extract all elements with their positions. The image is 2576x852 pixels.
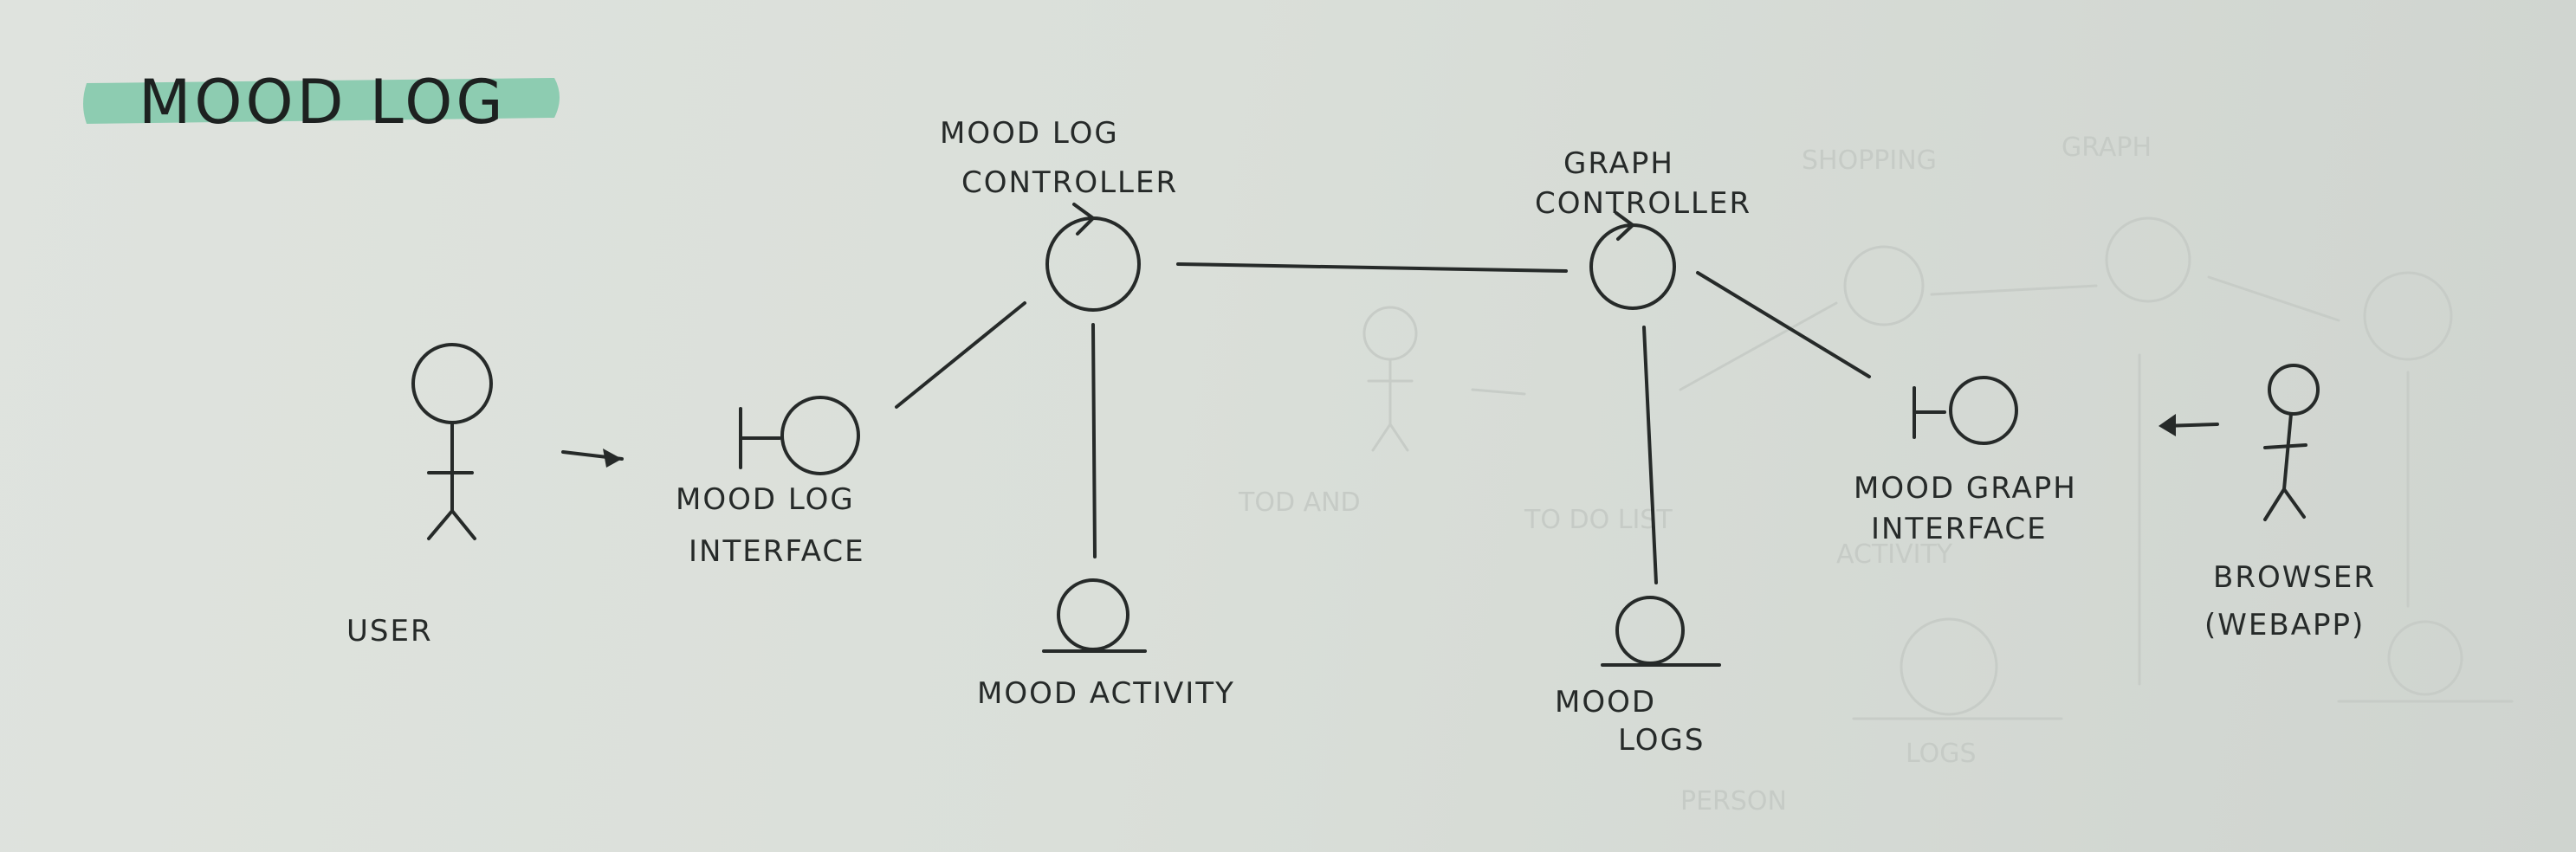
mood-logs-label-1: MOOD xyxy=(1555,685,1656,720)
svg-text:TO DO LIST: TO DO LIST xyxy=(1524,505,1673,535)
mood-log-interface-label-1: MOOD LOG xyxy=(676,482,855,517)
mood-log-controller-label-1: MOOD LOG xyxy=(940,116,1119,151)
connection-graph-controller-to-mood-graph-interface xyxy=(1696,271,1871,378)
graph-controller-label-1: GRAPH xyxy=(1563,146,1674,181)
svg-text:GRAPH: GRAPH xyxy=(2061,132,2152,163)
svg-text:SHOPPING: SHOPPING xyxy=(1802,145,1937,176)
browser-label-2: (WEBAPP) xyxy=(2204,608,2365,642)
control-mood-log-controller: MOOD LOG CONTROLLER xyxy=(940,116,1178,312)
connection-mood-log-controller-to-mood-activity xyxy=(1091,323,1097,558)
connection-interface-to-mood-log-controller xyxy=(895,301,1026,409)
mood-graph-interface-label-1: MOOD GRAPH xyxy=(1854,471,2077,506)
svg-text:LOGS: LOGS xyxy=(1906,739,1977,769)
svg-text:TOD AND: TOD AND xyxy=(1238,487,1361,518)
actor-browser: BROWSER (WEBAPP) xyxy=(2204,364,2376,642)
boundary-mood-graph-interface: MOOD GRAPH INTERFACE xyxy=(1854,376,2077,546)
title-highlight xyxy=(83,78,560,124)
actor-user: USER xyxy=(346,343,493,649)
connection-mood-log-controller-to-graph-controller xyxy=(1176,262,1568,273)
mood-activity-label: MOOD ACTIVITY xyxy=(977,676,1235,711)
connection-graph-controller-to-mood-logs xyxy=(1642,326,1658,584)
arrowhead-browser-to-mood-graph-interface xyxy=(2159,414,2176,436)
entity-mood-logs: MOOD LOGS xyxy=(1555,596,1721,758)
graph-controller-label-2: CONTROLLER xyxy=(1535,186,1751,221)
arrowhead-user-to-mood-log-interface xyxy=(603,449,622,468)
browser-label-1: BROWSER xyxy=(2213,560,2376,595)
mood-log-interface-label-2: INTERFACE xyxy=(689,534,865,569)
diagram-title: MOOD LOG xyxy=(139,67,507,138)
mood-log-controller-label-2: CONTROLLER xyxy=(961,165,1178,200)
mood-logs-label-2: LOGS xyxy=(1618,723,1705,758)
svg-text:ACTIVITY: ACTIVITY xyxy=(1836,539,1953,570)
control-graph-controller: GRAPH CONTROLLER xyxy=(1535,146,1751,310)
bleed-through-marks: TOD AND SHOPPING GRAPH TO DO LIST ACTIVI… xyxy=(1238,132,2514,816)
boundary-mood-log-interface: MOOD LOG INTERFACE xyxy=(676,396,865,569)
mood-graph-interface-label-2: INTERFACE xyxy=(1871,512,2048,546)
entity-mood-activity: MOOD ACTIVITY xyxy=(977,578,1235,711)
connections xyxy=(561,262,2219,584)
user-label: USER xyxy=(346,614,433,649)
svg-text:PERSON: PERSON xyxy=(1680,786,1787,816)
